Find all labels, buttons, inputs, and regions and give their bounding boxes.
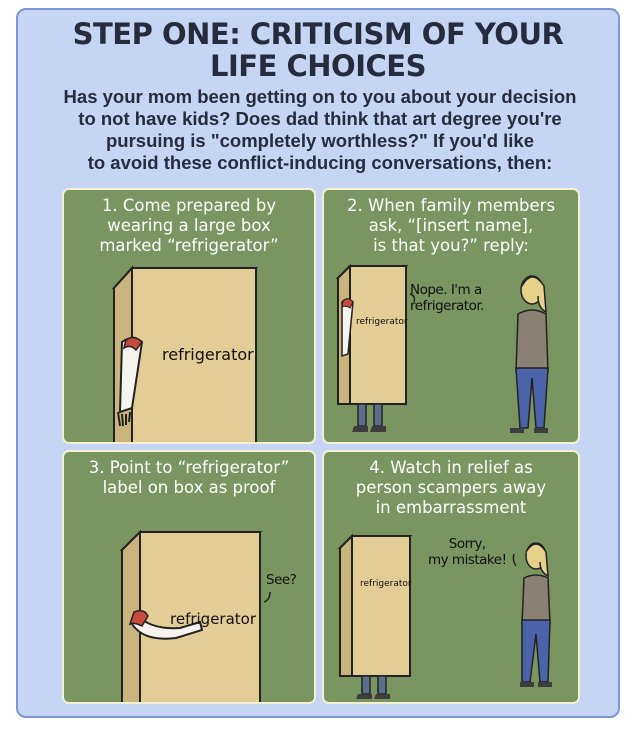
panel-3-speech: See? bbox=[266, 572, 297, 588]
panel-2-speech: Nope. I'm a refrigerator. bbox=[410, 282, 484, 314]
panel-1-illustration: refrigerator bbox=[111, 265, 259, 442]
panel-2-illustration: refrigerator bbox=[335, 263, 549, 433]
caption-line: 4. Watch in relief as bbox=[369, 458, 533, 477]
panel-4-speech: Sorry, my mistake! bbox=[428, 536, 507, 568]
panel-4: 4. Watch in relief as person scampers aw… bbox=[322, 450, 580, 704]
caption-line: is that you?” reply: bbox=[373, 236, 529, 255]
caption-line: in embarrassment bbox=[375, 498, 527, 517]
box-label: refrigerator bbox=[356, 317, 408, 327]
panel-3-illustration: refrigerator bbox=[119, 529, 271, 702]
comic-title: STEP ONE: CRITICISM OF YOUR LIFE CHOICES bbox=[18, 18, 618, 82]
caption-line: 1. Come prepared by bbox=[101, 196, 277, 215]
caption-line: wearing a large box bbox=[107, 216, 271, 235]
title-line-2: LIFE CHOICES bbox=[210, 49, 426, 83]
intro-line-3: pursuing is "completely worthless?" If y… bbox=[106, 130, 534, 151]
caption-line: 3. Point to “refrigerator” bbox=[88, 458, 290, 477]
caption-line: marked “refrigerator” bbox=[99, 236, 279, 255]
caption-line: label on box as proof bbox=[102, 478, 276, 497]
caption-line: ask, “[insert name], bbox=[368, 216, 534, 235]
panel-2-caption: 2. When family members ask, “[insert nam… bbox=[324, 196, 578, 256]
panel-4-illustration: refrigerator bbox=[337, 533, 552, 699]
speech-line: Nope. I'm a bbox=[410, 282, 482, 298]
panel-1-caption: 1. Come prepared by wearing a large box … bbox=[64, 196, 314, 256]
speech-line: Sorry, bbox=[448, 536, 486, 552]
speech-line: my mistake! bbox=[428, 552, 507, 568]
panel-1: 1. Come prepared by wearing a large box … bbox=[62, 188, 316, 444]
caption-line: person scampers away bbox=[355, 478, 547, 497]
panel-2: 2. When family members ask, “[insert nam… bbox=[322, 188, 580, 444]
intro-text: Has your mom been getting on to you abou… bbox=[32, 86, 608, 174]
intro-line-4: to avoid these conflict-inducing convers… bbox=[87, 152, 553, 173]
box-label: refrigerator bbox=[162, 345, 254, 364]
box-label: refrigerator bbox=[360, 579, 412, 589]
panel-3: 3. Point to “refrigerator” label on box … bbox=[62, 450, 316, 704]
title-line-1: STEP ONE: CRITICISM OF YOUR bbox=[72, 17, 564, 51]
intro-line-1: Has your mom been getting on to you abou… bbox=[63, 86, 577, 107]
caption-line: 2. When family members bbox=[346, 196, 556, 215]
box-label: refrigerator bbox=[170, 610, 257, 628]
panel-4-caption: 4. Watch in relief as person scampers aw… bbox=[324, 458, 578, 518]
speech-line: See? bbox=[266, 572, 297, 588]
panel-3-caption: 3. Point to “refrigerator” label on box … bbox=[64, 458, 314, 498]
intro-line-2: to not have kids? Does dad think that ar… bbox=[78, 108, 562, 129]
speech-line: refrigerator. bbox=[410, 298, 484, 314]
comic-frame: STEP ONE: CRITICISM OF YOUR LIFE CHOICES… bbox=[16, 8, 620, 718]
